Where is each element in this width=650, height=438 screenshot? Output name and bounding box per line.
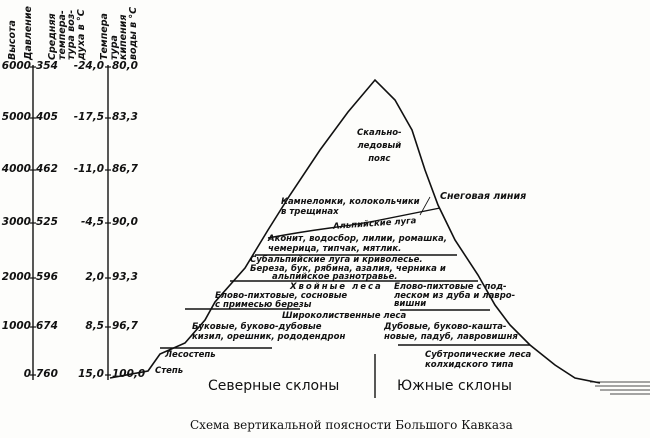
- zone-text: Елово-пихтовые с под-: [394, 282, 507, 292]
- zone-text: Субтропические леса: [425, 350, 532, 360]
- axis-air-temp-value: 2,0: [85, 271, 104, 283]
- axis-boiling-value: 100,0: [112, 368, 146, 380]
- axis-boiling-value: 90,0: [112, 216, 138, 228]
- zone-text: Береза, бук, рябина, азалия, черника и: [250, 263, 446, 274]
- zone-text: колхидского типа: [425, 360, 514, 370]
- zone-text: пояс: [368, 154, 391, 164]
- zone-text: кизил, орешник, рододендрон: [192, 332, 346, 342]
- axis-height-value: 0: [23, 368, 31, 380]
- axis-height-value: 4000: [1, 163, 31, 175]
- zone-text: Субальпийские луга и криволесье.: [250, 255, 423, 265]
- axis-boiling-value: 83,3: [112, 111, 138, 123]
- axis-air-temp-value: 8,5: [85, 320, 104, 332]
- axis-height-value: 5000: [1, 111, 31, 123]
- sea-hatching: [590, 381, 650, 395]
- diagram-caption: Схема вертикальной поясности Большого Ка…: [190, 418, 513, 432]
- axis-boiling-value: 93,3: [112, 271, 138, 283]
- axis-air-temp-value: 15,0: [78, 368, 104, 380]
- axis-header: Высота: [7, 20, 18, 60]
- axis-header: Средняя темпера-тура воз-духа в °С: [47, 9, 87, 60]
- zone-broadleaf: Широколиственные леса: [282, 311, 407, 321]
- axis-air-temp-value: -4,5: [81, 216, 104, 228]
- axis-pressure-value: 405: [36, 111, 58, 123]
- mountain-profile: [109, 78, 601, 384]
- zone-text: Аконит, водосбор, лилии, ромашка,: [268, 234, 448, 244]
- axis-height-value: 3000: [1, 216, 31, 228]
- axis-pressure-value: 354: [36, 60, 58, 72]
- axis-pressure-value: 760: [36, 368, 58, 380]
- zone-subalpine: Субальпийские луга и криволесье. Береза,…: [250, 256, 446, 282]
- zone-text: новые, падуб, лавровишня: [384, 332, 518, 342]
- zone-text: Буковые, буково-дубовые: [192, 322, 322, 332]
- zone-alpine-plants: Аконит, водосбор, лилии, ромашка, чемери…: [268, 234, 447, 254]
- zone-steppe: Степь: [155, 366, 184, 376]
- zone-conifer: Хвойные леса: [290, 282, 383, 292]
- zone-text: ледовый: [357, 141, 402, 151]
- zone-rock-ice: Скально- ледовый пояс: [357, 127, 402, 166]
- snow-line-leader: [419, 196, 431, 216]
- zone-text: с примесью березы: [215, 299, 312, 310]
- axis-header: Темпера тура кипения воды в °С: [99, 6, 139, 60]
- axis-pressure-value: 596: [36, 271, 58, 283]
- snow-line-label: Снеговая линия: [440, 191, 527, 202]
- zone-text: Дубовые, буково-кашта-: [384, 322, 507, 332]
- axis-header: Давление: [23, 6, 34, 60]
- axis-height-value: 1000: [1, 320, 31, 332]
- zone-text: леском из дуба и лавро-: [394, 290, 516, 301]
- zone-broadleaf-south: Дубовые, буково-кашта- новые, падуб, лав…: [384, 322, 518, 342]
- south-slopes-label: Южные склоны: [397, 378, 512, 394]
- axis-air-temp-value: -24,0: [73, 60, 104, 72]
- axis-height-value: 2000: [1, 271, 31, 283]
- axis-air-temp-value: -11,0: [73, 163, 104, 175]
- zone-conifer-south: Елово-пихтовые с под- леском из дуба и л…: [394, 283, 515, 309]
- zone-text: Камнеломки, колокольчики: [281, 197, 420, 207]
- axis-air-temp-value: -17,5: [73, 111, 104, 123]
- axis-boiling-value: 96,7: [112, 320, 138, 332]
- zone-text: альпийское разнотравье.: [272, 272, 398, 282]
- zone-subtropical: Субтропические леса колхидского типа: [425, 350, 531, 370]
- zone-text: в трещинах: [281, 207, 339, 217]
- zone-forest-steppe: Лесостепь: [165, 350, 216, 360]
- zone-saxifrage: Камнеломки, колокольчики в трещинах: [281, 197, 420, 217]
- zone-text: чемерица, типчак, мятлик.: [268, 244, 402, 254]
- zone-broadleaf-north: Буковые, буково-дубовые кизил, орешник, …: [192, 322, 345, 342]
- zone-conifer-north: Елово-пихтовые, сосновые с примесью бере…: [215, 292, 347, 309]
- axis-height-value: 6000: [1, 60, 31, 72]
- zone-text: вишни: [394, 299, 427, 309]
- axis-pressure-value: 674: [36, 320, 58, 332]
- zone-text: Скально-: [357, 128, 402, 138]
- north-slopes-label: Северные склоны: [208, 378, 340, 394]
- axis-pressure-value: 462: [36, 163, 58, 175]
- zone-text: Елово-пихтовые, сосновые: [215, 291, 348, 301]
- axis-boiling-value: 80,0: [112, 60, 138, 72]
- axis-boiling-value: 86,7: [112, 163, 138, 175]
- axis-pressure-value: 525: [36, 216, 58, 228]
- alpine-meadow-boundary: [267, 207, 441, 239]
